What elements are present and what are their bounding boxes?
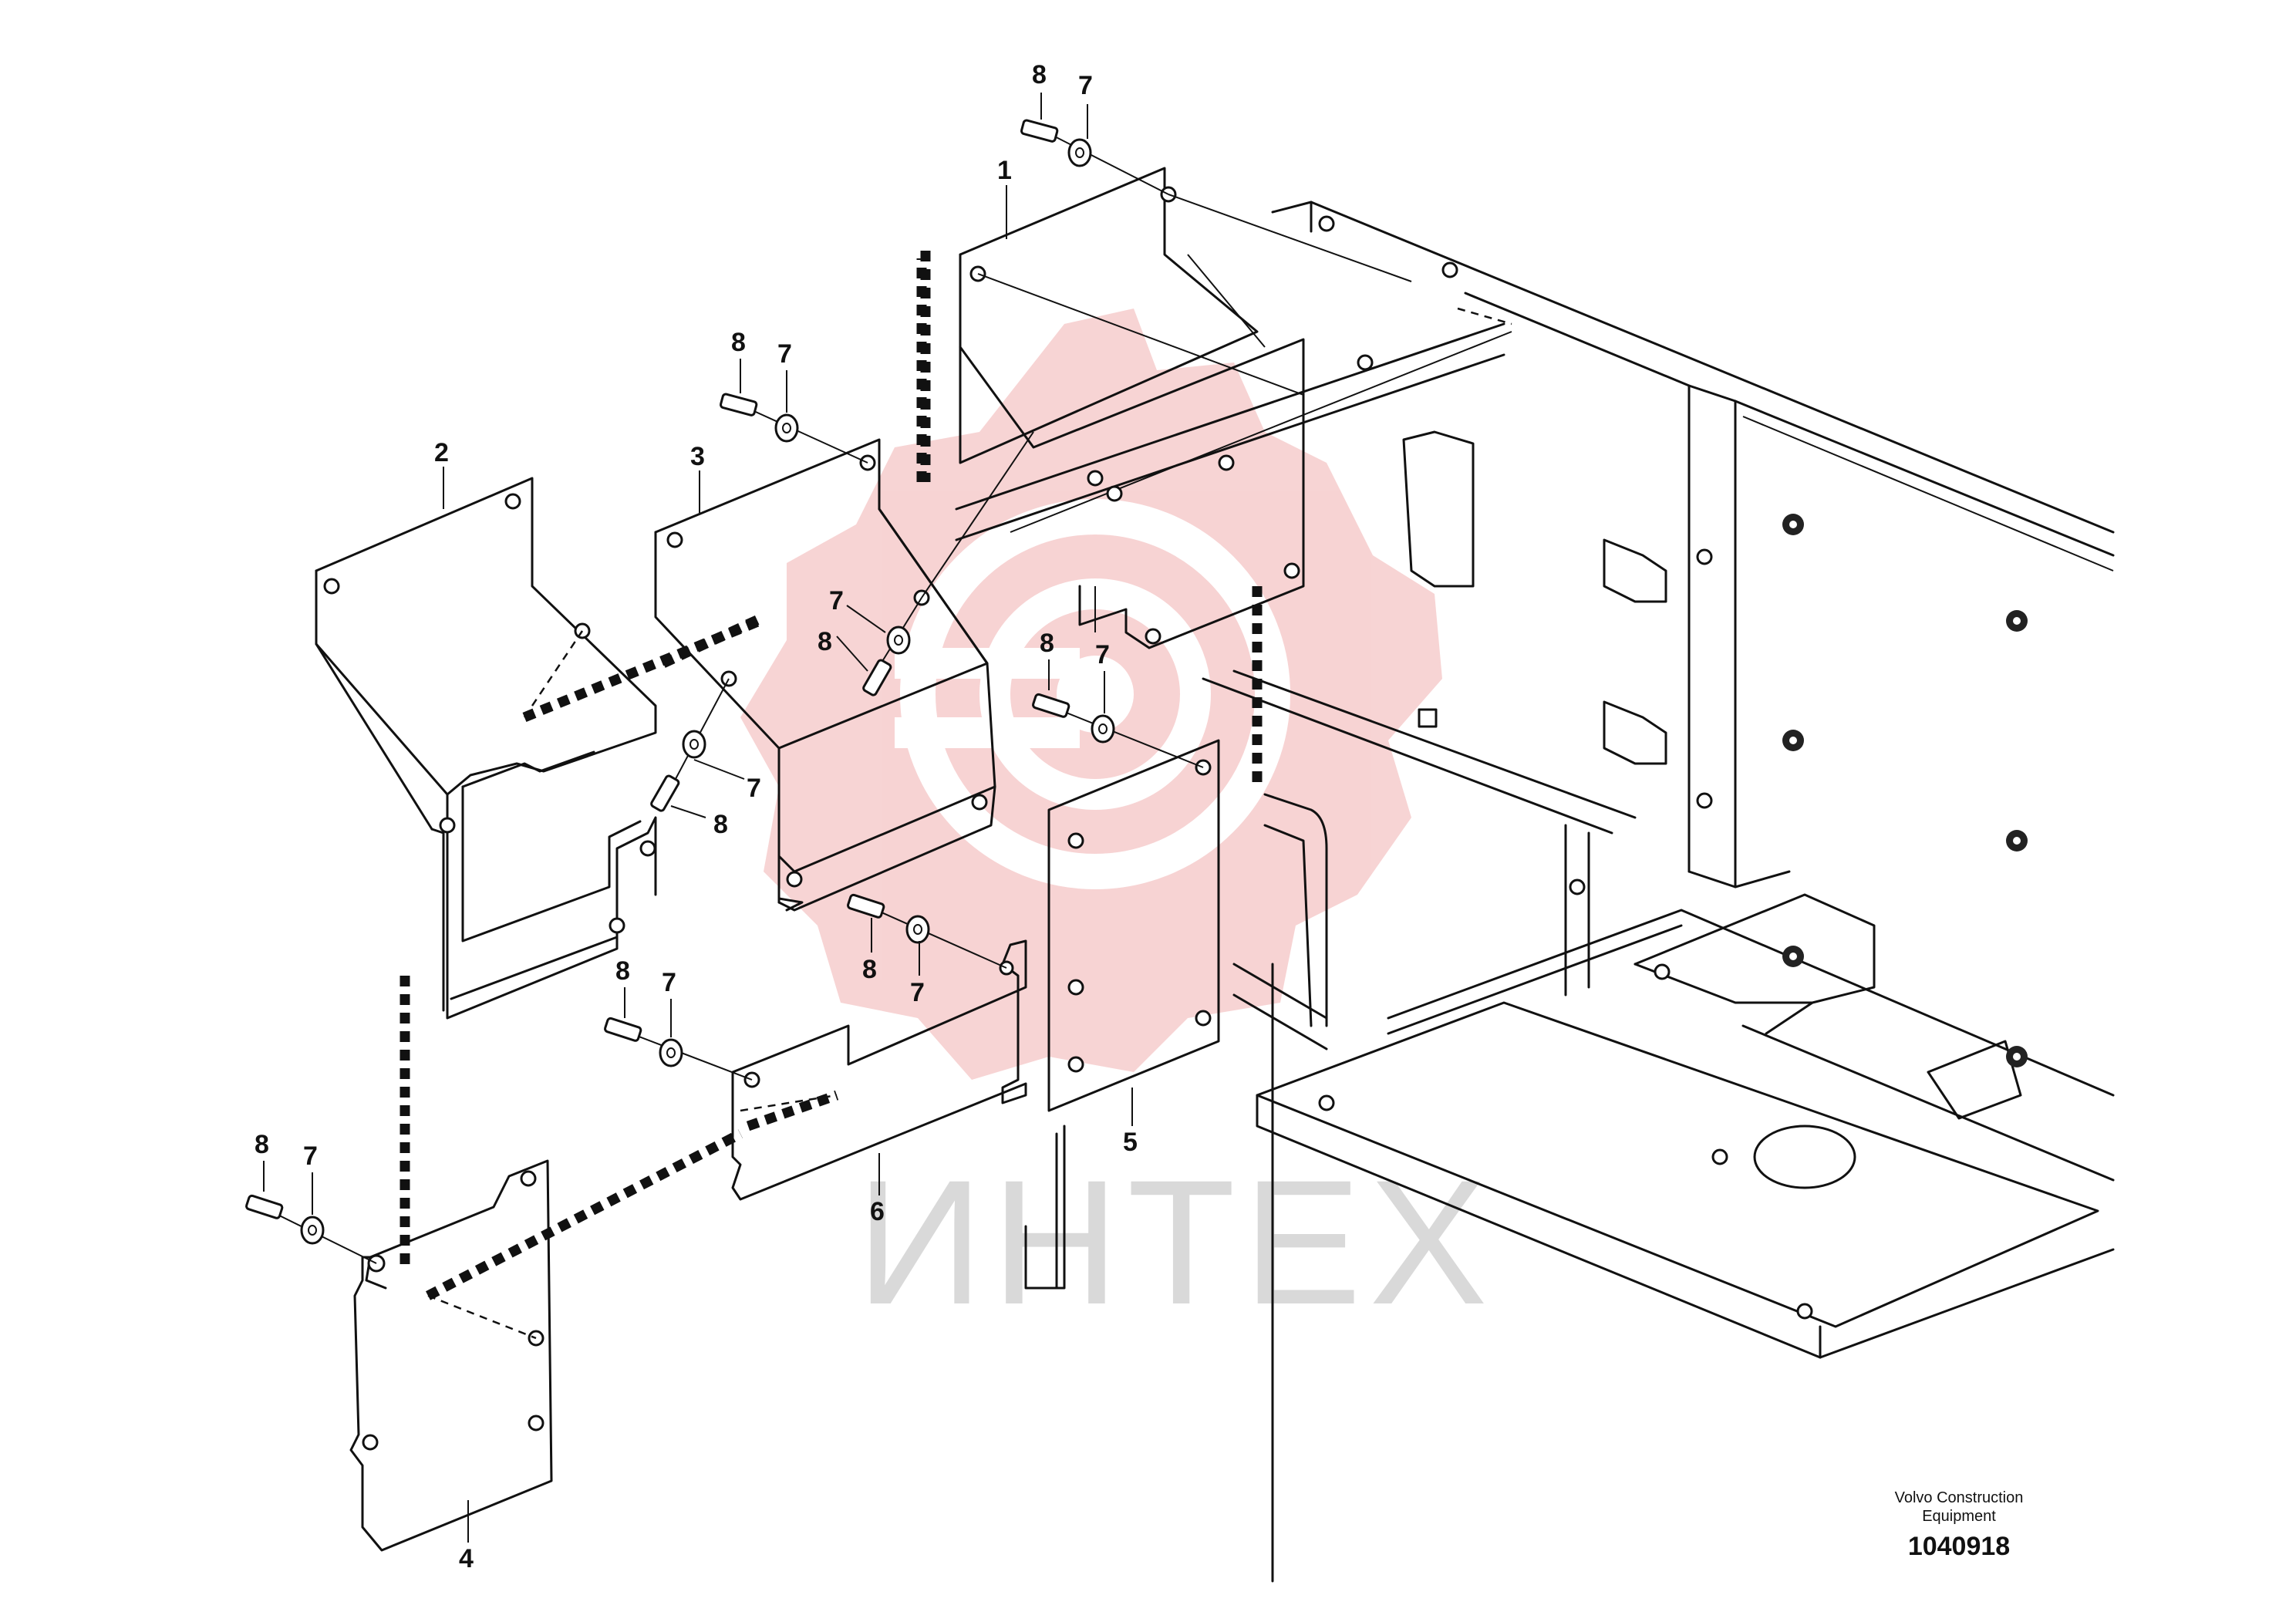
frame-fasteners-dark xyxy=(1782,514,2028,1067)
callout-8h: 8 xyxy=(255,1130,269,1159)
callout-8f: 8 xyxy=(862,955,877,984)
callout-7d: 7 xyxy=(747,774,761,803)
part-1-leader-hole xyxy=(977,273,1304,396)
callout-8e: 8 xyxy=(1040,629,1054,658)
fastener-group-h xyxy=(245,1194,377,1264)
machine-frame xyxy=(955,201,2115,1583)
fastener-group-c xyxy=(862,597,922,696)
part-4-cover xyxy=(349,1159,553,1552)
part-2-hatch xyxy=(522,615,762,723)
frame-bolts xyxy=(1087,215,1813,1320)
part-5-plate xyxy=(1047,739,1220,1112)
fastener-group-g xyxy=(604,1017,753,1081)
callout-8c: 8 xyxy=(818,627,832,656)
callout-7c: 7 xyxy=(829,586,844,615)
callout-5: 5 xyxy=(1123,1128,1138,1157)
part-3-leader xyxy=(921,431,1034,599)
part-2-dash xyxy=(523,630,584,718)
fastener-group-d xyxy=(650,678,730,812)
part-4-dash xyxy=(427,1294,537,1340)
brand-line-1: Volvo Construction xyxy=(1894,1489,2024,1506)
callout-8g: 8 xyxy=(615,956,630,986)
brand-line-2: Equipment xyxy=(1922,1508,1996,1525)
callout-8a: 8 xyxy=(1032,60,1047,89)
watermark-text: ИНТЕХ xyxy=(856,1143,1495,1341)
callout-7a: 7 xyxy=(1078,71,1093,100)
fastener-group-f xyxy=(847,893,1007,969)
callout-8d: 8 xyxy=(713,810,728,839)
part-2-bracket xyxy=(315,477,657,1020)
callout-1: 1 xyxy=(997,156,1012,185)
figure-caption: Volvo Construction Equipment 1040918 xyxy=(1828,1489,2090,1562)
callout-7b: 7 xyxy=(777,339,792,369)
fastener-group-b xyxy=(720,393,868,464)
part-1-bracket xyxy=(959,167,1305,649)
part-6-hatch xyxy=(746,1090,839,1131)
callout-6: 6 xyxy=(870,1197,885,1226)
callout-leaders xyxy=(263,93,1133,1543)
callout-3: 3 xyxy=(690,442,705,471)
callout-4: 4 xyxy=(459,1544,474,1573)
callout-7g: 7 xyxy=(662,968,676,997)
callout-labels: 1 2 3 4 5 6 8 7 8 7 7 8 7 8 8 7 8 7 8 7 … xyxy=(255,60,1138,1573)
callout-7h: 7 xyxy=(303,1141,318,1171)
fastener-group-a xyxy=(1020,119,1169,195)
figure-number: 1040918 xyxy=(1907,1532,2011,1561)
watermark-logo xyxy=(740,309,1442,1080)
part-6-dash xyxy=(740,1094,838,1112)
callout-2: 2 xyxy=(434,438,449,467)
fastener-group-e xyxy=(1032,693,1204,768)
callout-7f: 7 xyxy=(910,978,925,1007)
part-4-hatch xyxy=(426,1129,743,1300)
callout-8b: 8 xyxy=(731,328,746,357)
callout-7e: 7 xyxy=(1095,640,1110,669)
part-1-leader-bolt xyxy=(1168,194,1412,282)
